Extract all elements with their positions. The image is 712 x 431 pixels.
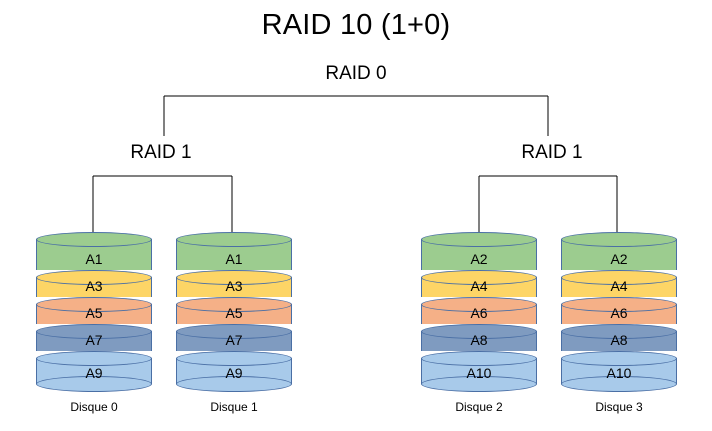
cylinder-bottom-cap — [176, 376, 292, 392]
band-top-cap — [176, 351, 292, 366]
cylinder-bottom-cap — [421, 376, 537, 392]
disk-caption: Disque 0 — [70, 400, 118, 414]
stripe-band: A5 — [176, 297, 292, 324]
band-top-cap — [176, 324, 292, 339]
stripe-band: A6 — [561, 297, 677, 324]
band-top-cap — [561, 270, 677, 285]
band-top-cap — [36, 324, 152, 339]
raid1-right-label: RAID 1 — [521, 142, 583, 163]
band-label: A8 — [470, 332, 488, 348]
band-label: A3 — [225, 278, 243, 294]
band-top-cap — [421, 351, 537, 366]
band-label: A10 — [466, 365, 492, 381]
stripe-band: A10 — [421, 351, 537, 392]
band-label: A2 — [470, 251, 488, 267]
band-top-cap — [421, 232, 537, 247]
cylinder-bottom-cap — [36, 376, 152, 392]
band-label: A9 — [85, 365, 103, 381]
raid0-label: RAID 0 — [325, 63, 387, 84]
band-top-cap — [561, 351, 677, 366]
stripe-band: A3 — [36, 270, 152, 297]
band-label: A10 — [606, 365, 632, 381]
stripe-band: A7 — [36, 324, 152, 351]
band-label: A1 — [85, 251, 103, 267]
stripe-band: A2 — [561, 232, 677, 270]
band-label: A5 — [85, 305, 103, 321]
stripe-band: A4 — [561, 270, 677, 297]
band-label: A4 — [610, 278, 628, 294]
stripe-band: A1 — [36, 232, 152, 270]
band-label: A3 — [85, 278, 103, 294]
band-label: A1 — [225, 251, 243, 267]
band-top-cap — [561, 297, 677, 312]
stripe-band: A10 — [561, 351, 677, 392]
stripe-band: A6 — [421, 297, 537, 324]
band-top-cap — [421, 297, 537, 312]
page-title: RAID 10 (1+0) — [261, 9, 451, 41]
band-top-cap — [176, 270, 292, 285]
stripe-band: A9 — [36, 351, 152, 392]
band-label: A7 — [225, 332, 243, 348]
band-label: A8 — [610, 332, 628, 348]
stripe-band: A8 — [421, 324, 537, 351]
band-top-cap — [36, 297, 152, 312]
stripe-band: A1 — [176, 232, 292, 270]
band-label: A7 — [85, 332, 103, 348]
band-top-cap — [36, 270, 152, 285]
band-top-cap — [561, 232, 677, 247]
stripe-band: A2 — [421, 232, 537, 270]
stripe-band: A5 — [36, 297, 152, 324]
stripe-band: A8 — [561, 324, 677, 351]
stripe-band: A3 — [176, 270, 292, 297]
disk-caption: Disque 3 — [595, 400, 643, 414]
stripe-band: A9 — [176, 351, 292, 392]
band-top-cap — [561, 324, 677, 339]
band-label: A6 — [470, 305, 488, 321]
disk-caption: Disque 2 — [455, 400, 503, 414]
band-label: A5 — [225, 305, 243, 321]
cylinder-bottom-cap — [561, 376, 677, 392]
band-top-cap — [176, 232, 292, 247]
band-top-cap — [176, 297, 292, 312]
stripe-band: A7 — [176, 324, 292, 351]
band-label: A4 — [470, 278, 488, 294]
band-top-cap — [421, 324, 537, 339]
band-top-cap — [421, 270, 537, 285]
disk-caption: Disque 1 — [210, 400, 258, 414]
raid1-left-label: RAID 1 — [130, 142, 192, 163]
band-top-cap — [36, 351, 152, 366]
stripe-band: A4 — [421, 270, 537, 297]
band-label: A6 — [610, 305, 628, 321]
band-label: A9 — [225, 365, 243, 381]
band-label: A2 — [610, 251, 628, 267]
band-top-cap — [36, 232, 152, 247]
